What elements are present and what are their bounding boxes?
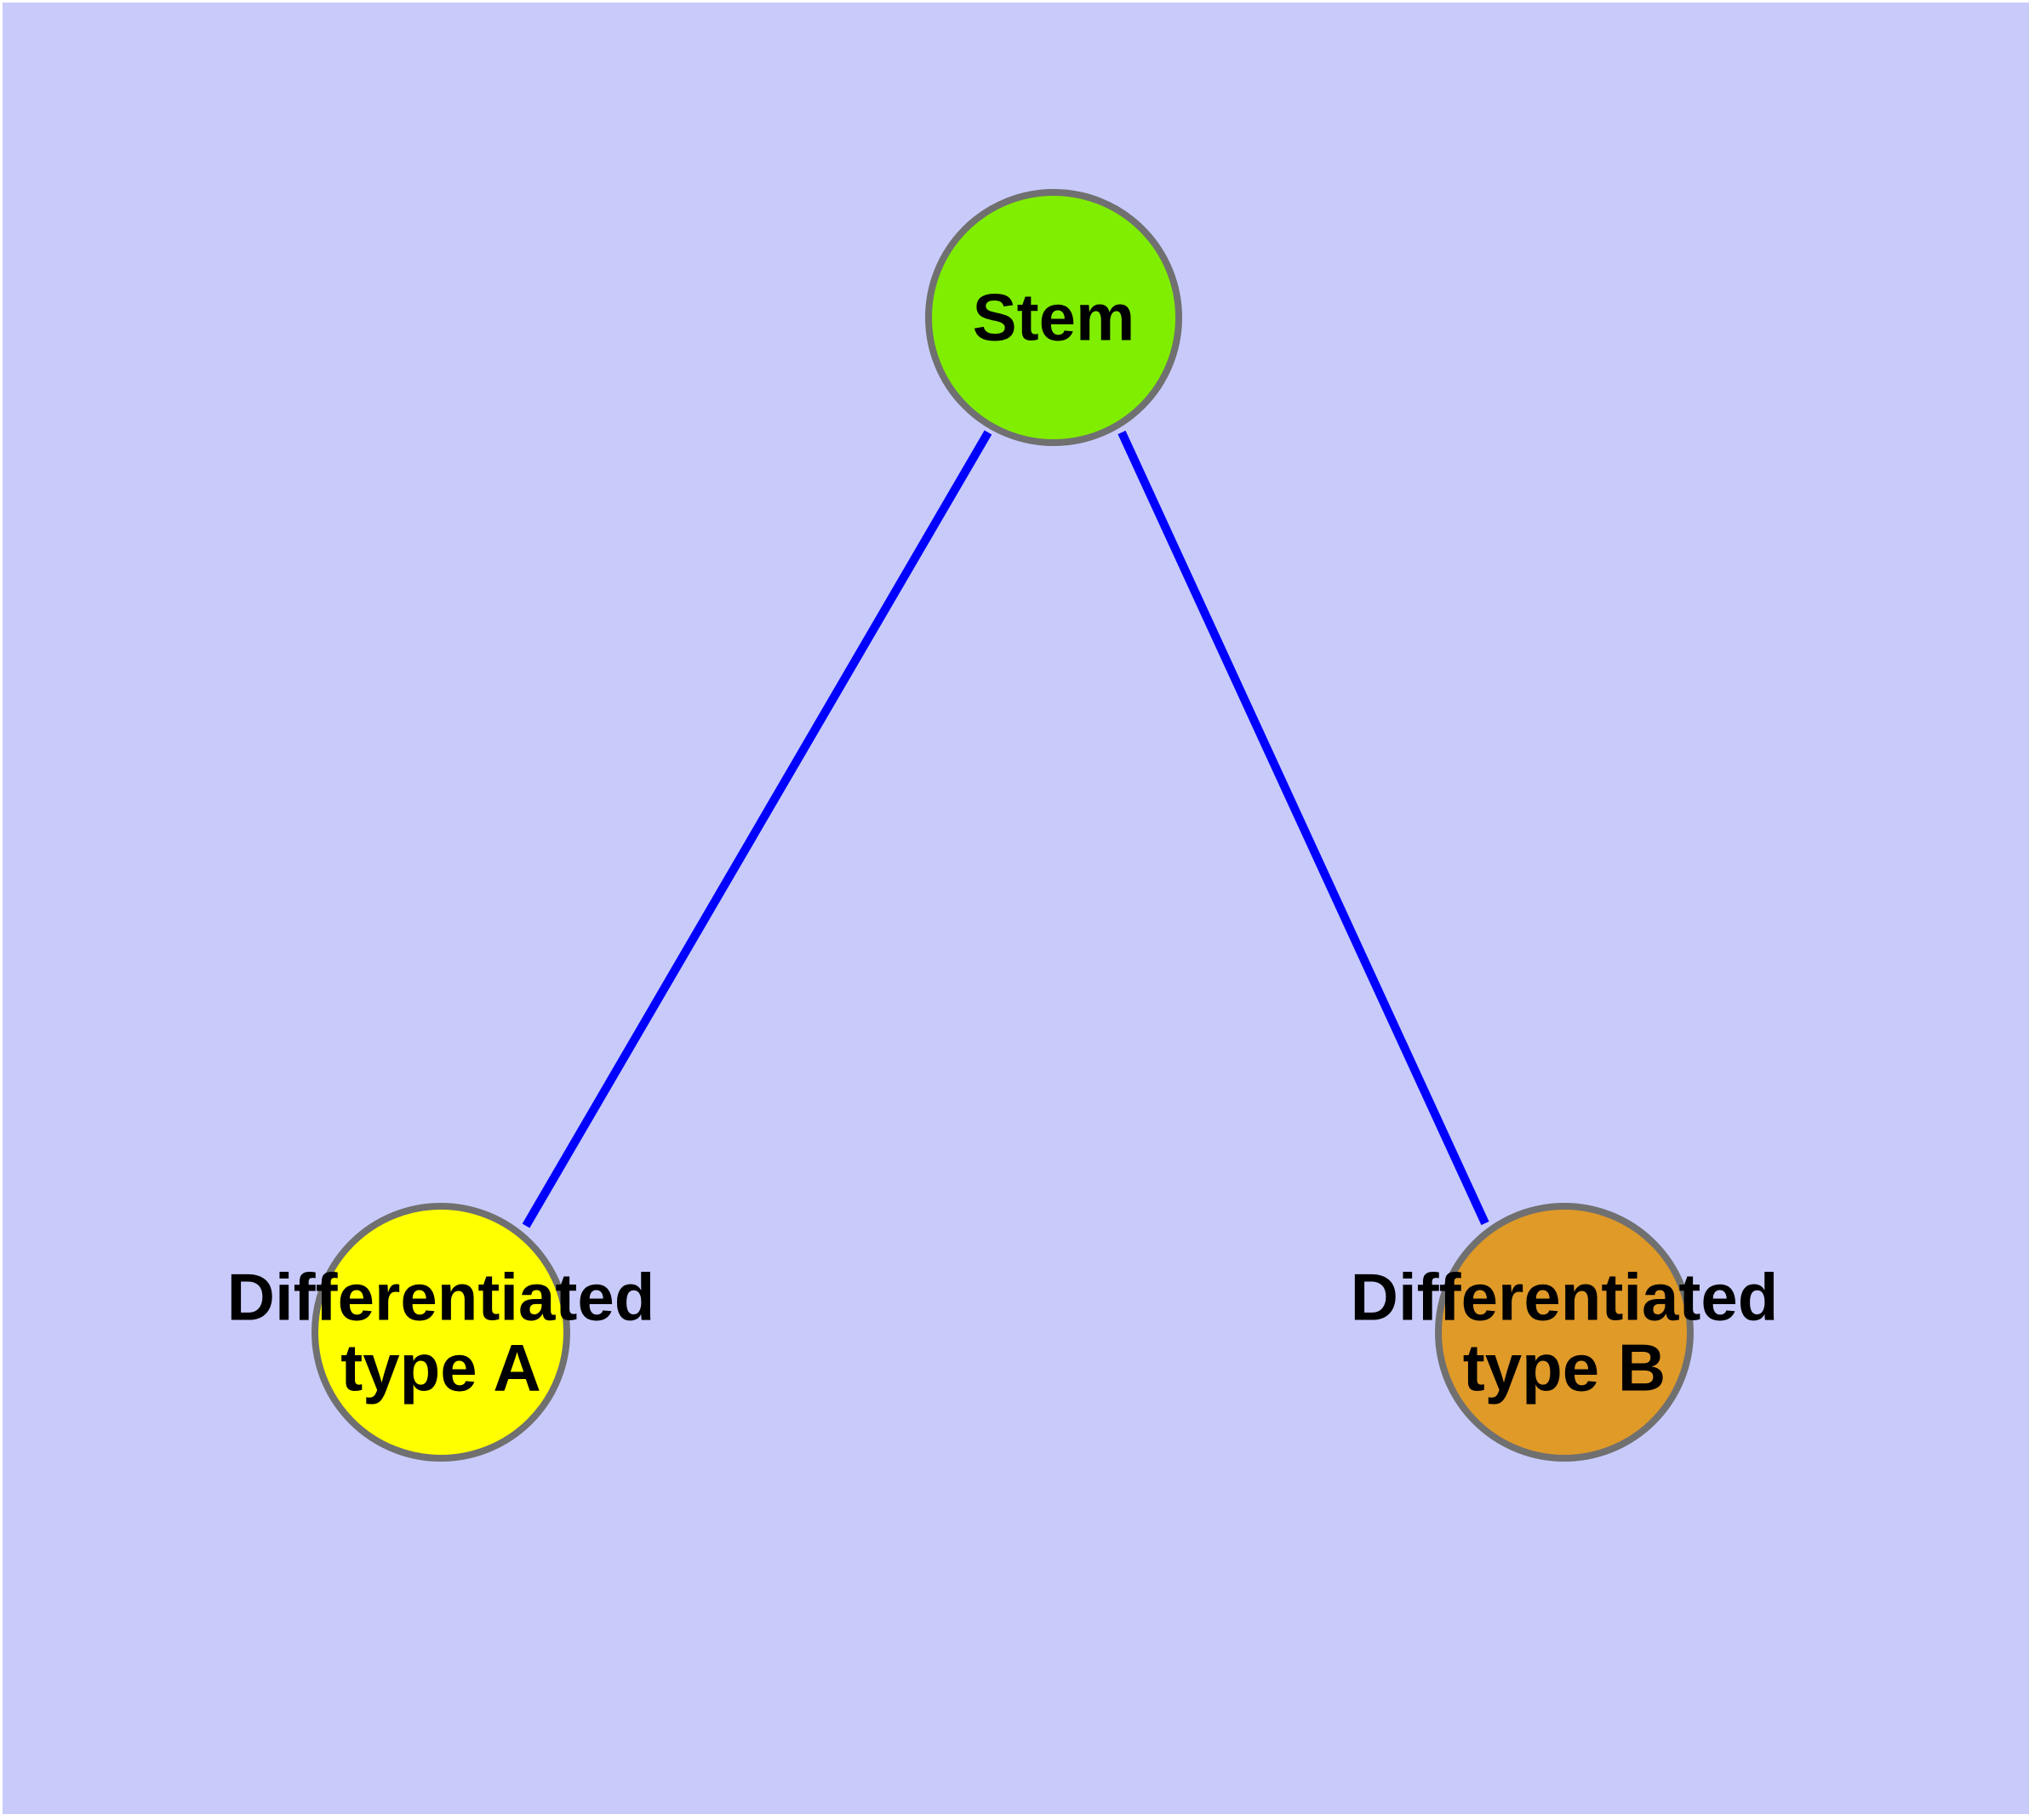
- edge-stem-to-diff-b: [1117, 430, 1489, 1226]
- node-stem[interactable]: [925, 189, 1182, 446]
- diagram-plot-area: Stem Differentiated type A Differentiate…: [3, 3, 2029, 1814]
- node-differentiated-type-b[interactable]: [1435, 1203, 1694, 1462]
- edge-stem-to-diff-a: [522, 430, 992, 1228]
- node-differentiated-type-a[interactable]: [311, 1203, 570, 1462]
- edge-layer: [522, 430, 1489, 1228]
